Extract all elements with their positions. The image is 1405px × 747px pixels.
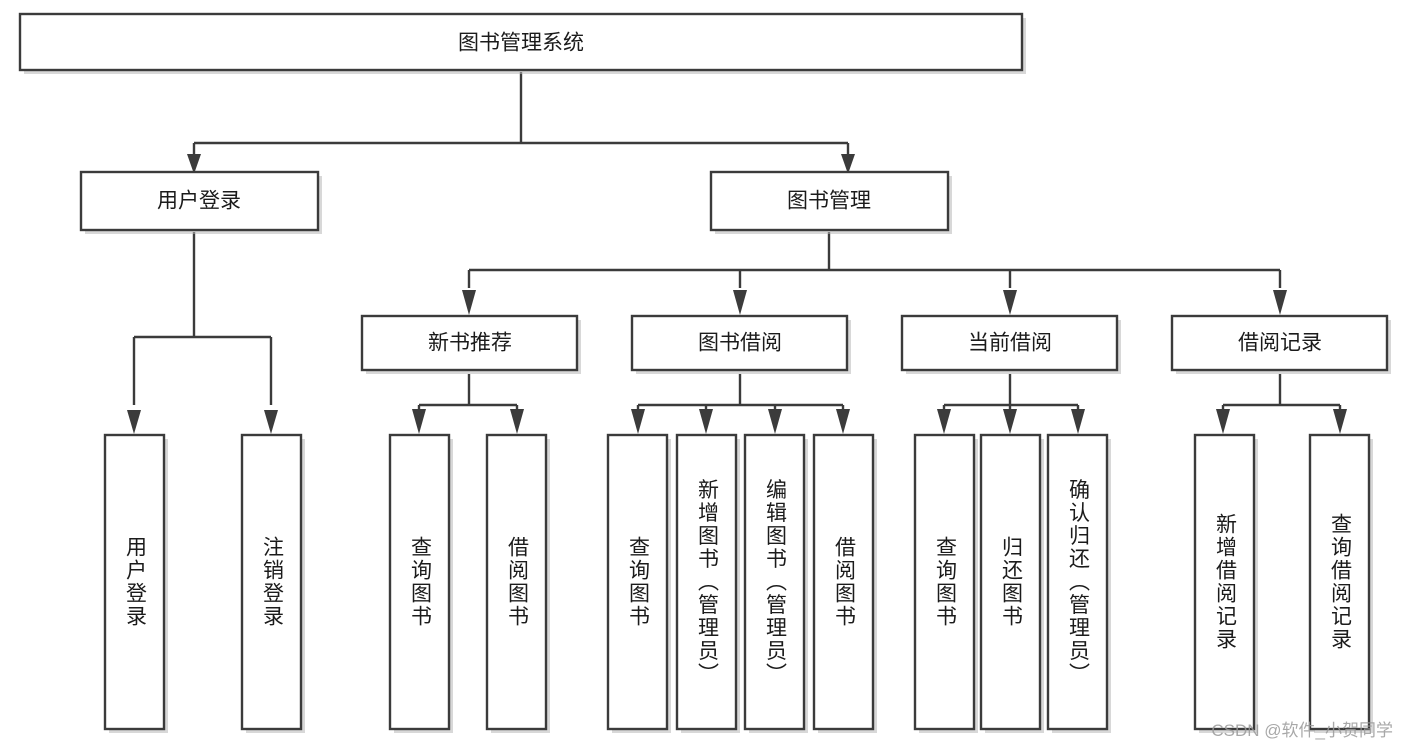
node-borrow-add-label: 新增图书（管理员）	[696, 479, 720, 686]
arrow-current-to-return	[1003, 409, 1017, 434]
arrow-root-to-login	[187, 154, 201, 174]
node-newbook[interactable]: 新书推荐	[360, 314, 581, 374]
node-login[interactable]: 用户登录	[79, 170, 322, 234]
node-records-add-label: 新增借阅记录	[1214, 513, 1238, 651]
node-newbook-borrow-label: 借阅图书	[506, 536, 530, 628]
edge-records-bus	[1221, 374, 1342, 412]
arrow-login-to-logout	[264, 410, 278, 434]
node-newbook-query[interactable]: 查询图书	[388, 433, 453, 733]
edge-borrow-bus	[636, 374, 845, 412]
node-newbook-label: 新书推荐	[428, 332, 512, 355]
node-current-return[interactable]: 归还图书	[979, 433, 1044, 733]
arrow-login-to-user	[127, 410, 141, 434]
arrow-bookmgmt-to-records	[1273, 290, 1287, 315]
node-login-logout-label: 注销登录	[261, 536, 285, 628]
connector-layer	[127, 72, 1347, 434]
arrow-borrow-to-lend	[836, 409, 850, 434]
node-borrow-query-label: 查询图书	[627, 536, 651, 628]
node-newbook-borrow[interactable]: 借阅图书	[485, 433, 550, 733]
arrow-records-to-add	[1216, 409, 1230, 434]
node-current-query[interactable]: 查询图书	[913, 433, 978, 733]
node-login-user[interactable]: 用户登录	[103, 433, 168, 733]
node-records[interactable]: 借阅记录	[1170, 314, 1391, 374]
edge-newbook-bus	[417, 374, 519, 412]
edge-current-bus	[942, 374, 1080, 412]
node-records-label: 借阅记录	[1238, 332, 1322, 355]
node-records-query[interactable]: 查询借阅记录	[1308, 433, 1373, 733]
edge-root-bus	[192, 72, 850, 160]
node-current-query-label: 查询图书	[934, 536, 958, 628]
node-borrow-add[interactable]: 新增图书（管理员）	[675, 433, 740, 733]
node-borrow-edit[interactable]: 编辑图书（管理员）	[743, 433, 808, 733]
arrow-bookmgmt-to-current	[1003, 290, 1017, 315]
node-current-return-label: 归还图书	[1000, 536, 1024, 628]
arrow-current-to-confirm	[1071, 409, 1085, 434]
arrow-bookmgmt-to-newbook	[462, 290, 476, 315]
node-records-add[interactable]: 新增借阅记录	[1193, 433, 1258, 733]
node-borrow-lend-label: 借阅图书	[833, 536, 857, 628]
node-borrow-edit-label: 编辑图书（管理员）	[764, 479, 788, 686]
node-current-confirm-label: 确认归还（管理员）	[1067, 479, 1091, 686]
node-login-logout[interactable]: 注销登录	[240, 433, 305, 733]
node-current-confirm[interactable]: 确认归还（管理员）	[1046, 433, 1111, 733]
arrow-borrow-to-edit	[768, 409, 782, 434]
node-login-label: 用户登录	[157, 190, 241, 213]
node-borrow-label: 图书借阅	[698, 332, 782, 355]
node-newbook-query-label: 查询图书	[409, 536, 433, 628]
arrow-current-to-query	[937, 409, 951, 434]
node-borrow[interactable]: 图书借阅	[630, 314, 851, 374]
edge-login-bus	[132, 232, 273, 405]
arrow-records-to-query	[1333, 409, 1347, 434]
arrow-bookmgmt-to-borrow	[733, 290, 747, 315]
edge-bookmgmt-bus	[467, 232, 1282, 288]
node-current[interactable]: 当前借阅	[900, 314, 1121, 374]
arrow-borrow-to-query	[631, 409, 645, 434]
node-bookmgmt-label: 图书管理	[787, 190, 871, 213]
node-login-user-label: 用户登录	[124, 536, 148, 628]
node-borrow-lend[interactable]: 借阅图书	[812, 433, 877, 733]
node-root-label: 图书管理系统	[458, 32, 584, 55]
arrow-borrow-to-add	[699, 409, 713, 434]
node-bookmgmt[interactable]: 图书管理	[709, 170, 952, 234]
node-current-label: 当前借阅	[968, 332, 1052, 355]
arrow-newbook-to-query	[412, 409, 426, 434]
arrow-newbook-to-borrow	[510, 409, 524, 434]
node-root[interactable]: 图书管理系统	[18, 12, 1026, 74]
node-borrow-query[interactable]: 查询图书	[606, 433, 671, 733]
node-records-query-label: 查询借阅记录	[1329, 513, 1353, 651]
arrow-root-to-bookmgmt	[841, 154, 855, 174]
